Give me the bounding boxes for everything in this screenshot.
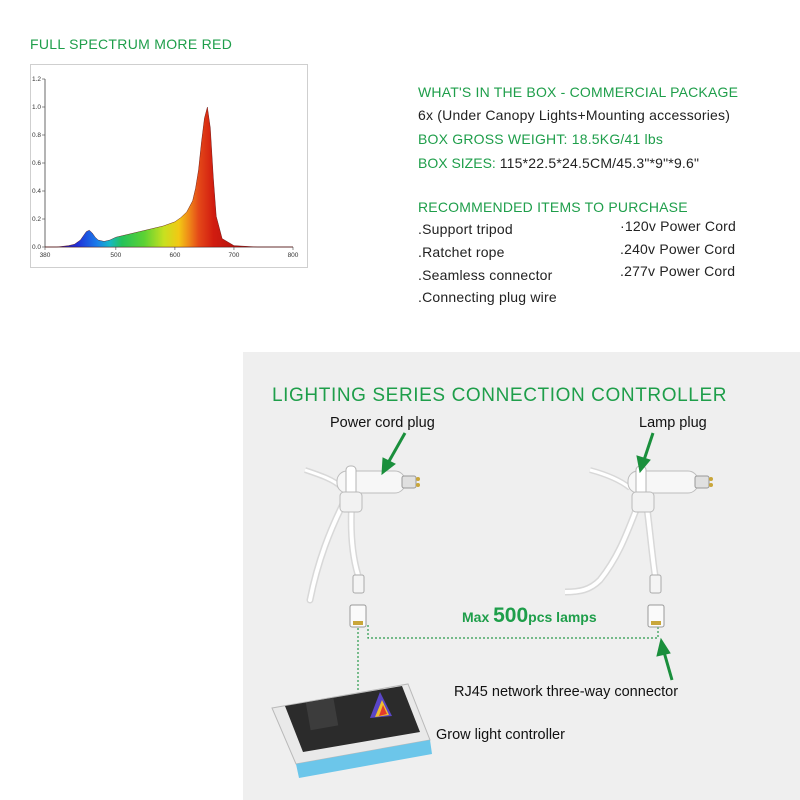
max-prefix: Max bbox=[462, 609, 494, 625]
recommended-item: .Support tripod bbox=[418, 221, 513, 237]
x-tick-label: 800 bbox=[288, 252, 299, 259]
box-weight: BOX GROSS WEIGHT: 18.5KG/41 lbs bbox=[418, 131, 664, 147]
power-cord-plug-label: Power cord plug bbox=[330, 415, 435, 431]
spectrum-area bbox=[45, 106, 293, 248]
y-tick-label: 0.0 bbox=[32, 244, 41, 251]
max-lamps-label: Max 500pcs lamps bbox=[462, 604, 597, 628]
arrow-power-plug bbox=[381, 432, 407, 476]
lighting-title: LIGHTING SERIES CONNECTION CONTROLLER bbox=[272, 385, 728, 406]
recommended-item: ·120v Power Cord bbox=[620, 218, 737, 234]
spectrum-plot: 380 500 600 700 800 0.0 0.2 0.4 0.6 0.8 1.0 1.2 bbox=[32, 76, 299, 259]
lamp-plug bbox=[627, 465, 713, 628]
recommended-item: .Seamless connector bbox=[418, 267, 553, 283]
box-sizes-value: 115*22.5*24.5CM/45.3"*9"*9.6" bbox=[499, 155, 700, 171]
controller-label: Grow light controller bbox=[436, 727, 565, 743]
arrow-rj45 bbox=[656, 637, 674, 681]
y-tick-label: 1.2 bbox=[32, 76, 41, 83]
recommended-item: .277v Power Cord bbox=[620, 263, 736, 279]
y-tick-label: 0.2 bbox=[32, 216, 41, 223]
spectrum-ticks: 380 500 600 700 800 0.0 0.2 0.4 0.6 0.8 1.0 1.2 bbox=[32, 76, 299, 259]
box-sizes: BOX SIZES: 115*22.5*24.5CM/45.3"*9"*9.6" bbox=[418, 155, 699, 171]
grow-light-controller-device bbox=[271, 683, 432, 778]
y-tick-label: 0.8 bbox=[32, 132, 41, 139]
rj45-label: RJ45 network three-way connector bbox=[454, 684, 679, 700]
recommended-item: .240v Power Cord bbox=[620, 241, 736, 257]
recommended-item: .Ratchet rope bbox=[418, 244, 505, 260]
max-number: 500 bbox=[493, 604, 529, 627]
x-tick-label: 500 bbox=[110, 252, 121, 259]
network-cable bbox=[357, 625, 659, 690]
recommended-item: .Connecting plug wire bbox=[418, 289, 557, 305]
power-cord-plug bbox=[336, 465, 420, 628]
x-tick-label: 380 bbox=[40, 252, 51, 259]
max-suffix: pcs lamps bbox=[528, 609, 597, 625]
x-tick-label: 600 bbox=[169, 252, 180, 259]
y-tick-label: 0.6 bbox=[32, 160, 41, 167]
spectrum-title: FULL SPECTRUM MORE RED bbox=[30, 36, 233, 52]
spectrum-axes bbox=[44, 79, 293, 248]
y-tick-label: 0.4 bbox=[32, 188, 41, 195]
y-tick-label: 1.0 bbox=[32, 104, 41, 111]
lamp-plug-label: Lamp plug bbox=[639, 415, 707, 431]
box-contents: 6x (Under Canopy Lights+Mounting accesso… bbox=[418, 107, 731, 123]
box-sizes-label: BOX SIZES: bbox=[418, 155, 496, 171]
connection-diagram bbox=[271, 432, 713, 778]
arrow-lamp-plug bbox=[636, 432, 655, 474]
box-heading: WHAT'S IN THE BOX - COMMERCIAL PACKAGE bbox=[418, 84, 739, 100]
spectrum-chart: 380 500 600 700 800 0.0 0.2 0.4 0.6 0.8 1.0 1.2 bbox=[30, 64, 308, 268]
recommended-heading: RECOMMENDED ITEMS TO PURCHASE bbox=[418, 199, 688, 215]
x-tick-label: 700 bbox=[229, 252, 240, 259]
